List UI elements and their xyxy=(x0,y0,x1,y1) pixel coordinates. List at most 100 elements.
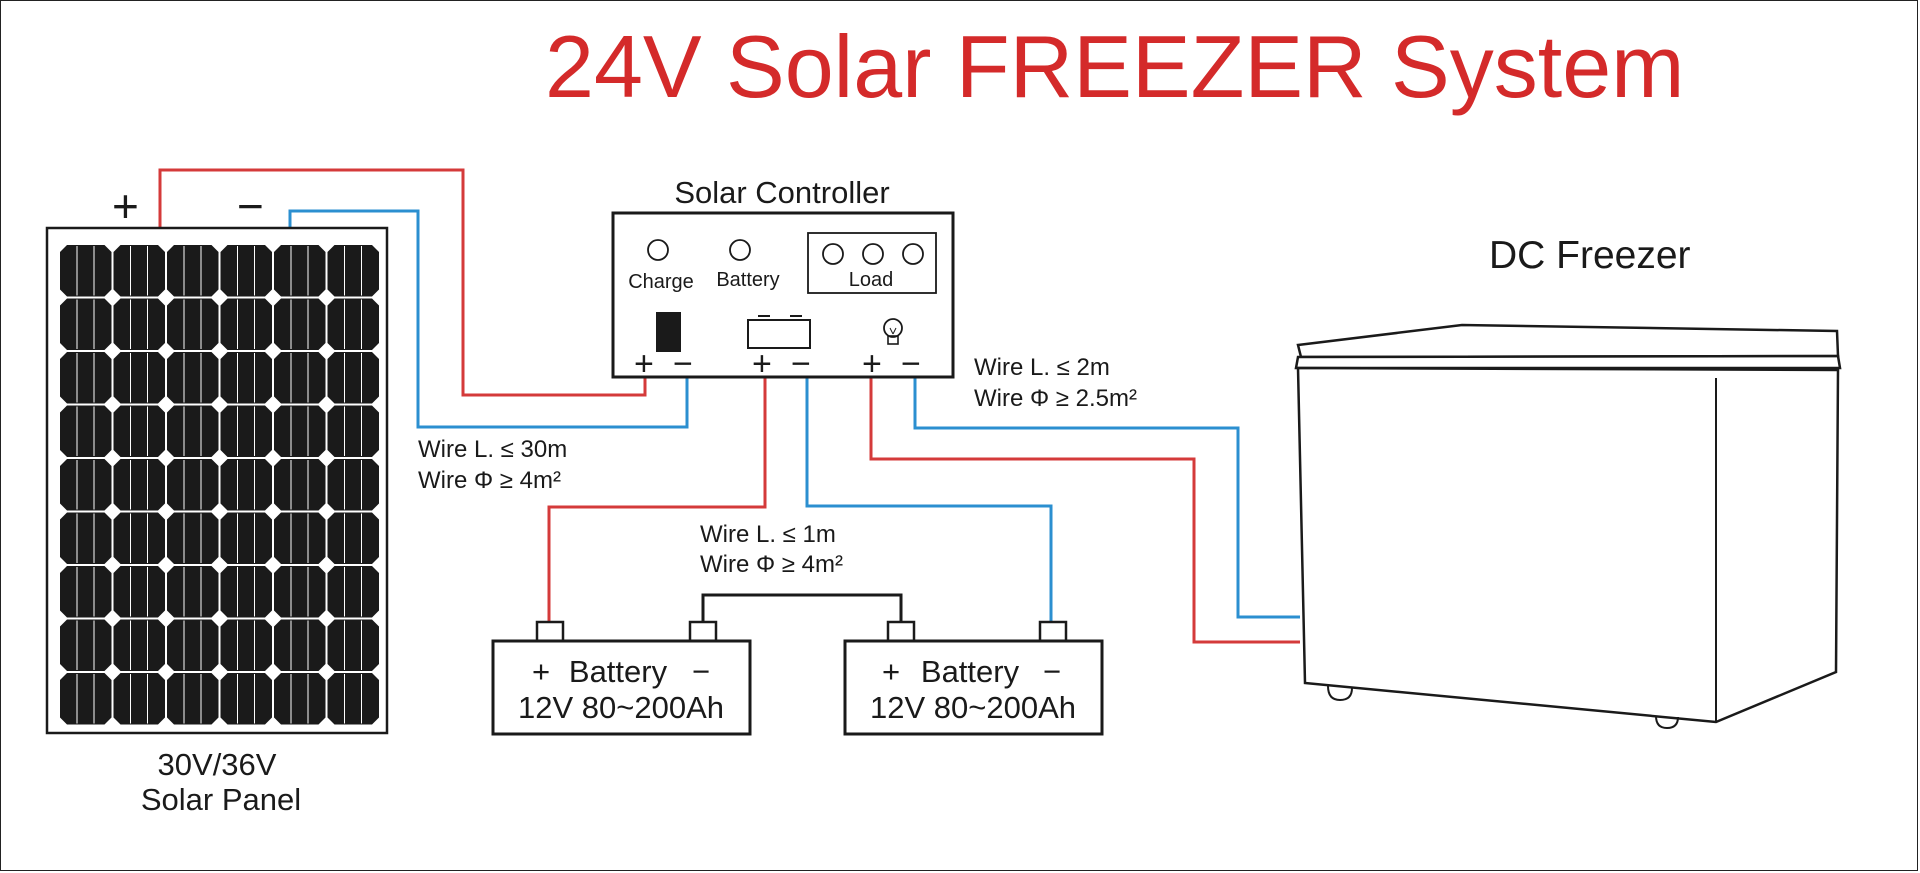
load-negative-wire xyxy=(913,378,1300,619)
battery-wire-length: Wire L. ≤ 1m xyxy=(700,521,836,548)
load-wire-length: Wire L. ≤ 2m xyxy=(974,354,1110,381)
battery-negative-wire xyxy=(805,378,1053,623)
solar-cell xyxy=(220,298,272,350)
solar-controller: Solar Controller Charge Battery Load + −… xyxy=(611,175,955,383)
battery-2-spec: 12V 80~200Ah xyxy=(870,690,1076,725)
solar-cell xyxy=(220,619,272,671)
battery-indicator-label: Battery xyxy=(716,269,779,291)
battery-1-spec: 12V 80~200Ah xyxy=(518,690,724,725)
battery-plus-terminal: + xyxy=(752,345,772,383)
panel-wire-length: Wire L. ≤ 30m xyxy=(418,436,567,463)
solar-cell xyxy=(113,405,165,457)
solar-cell xyxy=(167,352,219,404)
solar-cell xyxy=(113,459,165,511)
load-wire-diameter: Wire Φ ≥ 2.5m² xyxy=(974,385,1137,412)
battery-minus-terminal: − xyxy=(791,345,811,383)
solar-cell xyxy=(60,673,112,725)
solar-cell xyxy=(167,566,219,618)
solar-cell xyxy=(220,405,272,457)
solar-cell xyxy=(274,245,326,297)
battery-positive-wire xyxy=(547,378,767,623)
load-led-group xyxy=(807,232,937,294)
controller-title: Solar Controller xyxy=(674,175,889,210)
dc-freezer: DC Freezer xyxy=(1294,234,1842,730)
solar-plus-terminal: + xyxy=(634,345,654,383)
charge-led-icon xyxy=(647,239,669,261)
solar-cell xyxy=(60,512,112,564)
freezer-label: DC Freezer xyxy=(1489,234,1691,277)
solar-cell xyxy=(113,673,165,725)
battery-1-plus: + xyxy=(532,654,550,689)
solar-cell xyxy=(220,512,272,564)
solar-cell xyxy=(327,459,379,511)
load-minus-terminal: − xyxy=(901,345,921,383)
solar-cell xyxy=(113,512,165,564)
battery-series-link xyxy=(701,593,903,623)
battery-1-negative-post xyxy=(688,620,718,643)
load-plus-terminal: + xyxy=(862,345,882,383)
solar-cell xyxy=(327,245,379,297)
solar-cell xyxy=(220,245,272,297)
solar-cell xyxy=(327,619,379,671)
solar-minus-terminal: − xyxy=(673,345,693,383)
solar-panel: + − 30V/36V Solar Panel xyxy=(45,180,389,817)
solar-cell xyxy=(274,512,326,564)
solar-cell xyxy=(60,459,112,511)
bulb-icon xyxy=(883,318,903,345)
battery-2: + Battery − 12V 80~200Ah xyxy=(843,620,1104,736)
solar-cell xyxy=(113,566,165,618)
solar-cell xyxy=(60,352,112,404)
solar-cell xyxy=(167,405,219,457)
battery-1-positive-post xyxy=(535,620,565,643)
freezer-lid xyxy=(1296,323,1840,359)
solar-cell xyxy=(60,245,112,297)
solar-port-icon xyxy=(656,312,681,352)
solar-cell xyxy=(327,512,379,564)
battery-2-minus: − xyxy=(1043,654,1061,689)
battery-1-minus: − xyxy=(692,654,710,689)
solar-cell xyxy=(113,352,165,404)
solar-cell xyxy=(274,673,326,725)
solar-cell xyxy=(327,352,379,404)
battery-2-body xyxy=(843,639,1104,736)
battery-led-icon xyxy=(729,239,751,261)
solar-cell xyxy=(167,459,219,511)
solar-cell xyxy=(113,619,165,671)
freezer-lid-rim xyxy=(1294,354,1842,370)
panel-plus-sign: + xyxy=(112,180,139,232)
load-led-1-icon xyxy=(822,243,844,265)
solar-cell xyxy=(220,459,272,511)
solar-cell xyxy=(327,298,379,350)
solar-cell xyxy=(167,512,219,564)
panel-negative-wire xyxy=(288,209,689,429)
freezer-foot-right xyxy=(1655,715,1679,730)
solar-cell xyxy=(167,619,219,671)
solar-cell xyxy=(220,673,272,725)
battery-2-positive-post xyxy=(886,620,916,643)
load-led-3-icon xyxy=(902,243,924,265)
battery-2-negative-post xyxy=(1038,620,1068,643)
solar-cell xyxy=(60,405,112,457)
solar-cell xyxy=(274,459,326,511)
panel-voltage-label: 30V/36V xyxy=(158,747,277,782)
solar-cell xyxy=(220,566,272,618)
battery-2-plus: + xyxy=(882,654,900,689)
charge-indicator-label: Charge xyxy=(628,271,694,293)
battery-1: + Battery − 12V 80~200Ah xyxy=(491,620,752,736)
solar-cell xyxy=(220,352,272,404)
solar-cell xyxy=(60,566,112,618)
solar-cell xyxy=(274,405,326,457)
panel-cell-grid xyxy=(60,245,379,725)
load-positive-wire xyxy=(869,378,1300,644)
battery-1-body xyxy=(491,639,752,736)
panel-name-label: Solar Panel xyxy=(141,782,301,817)
panel-wire-diameter: Wire Φ ≥ 4m² xyxy=(418,467,561,494)
panel-minus-sign: − xyxy=(237,180,264,232)
load-led-2-icon xyxy=(862,243,884,265)
solar-cell xyxy=(274,566,326,618)
solar-cell xyxy=(327,405,379,457)
solar-cell xyxy=(167,673,219,725)
solar-cell xyxy=(274,619,326,671)
